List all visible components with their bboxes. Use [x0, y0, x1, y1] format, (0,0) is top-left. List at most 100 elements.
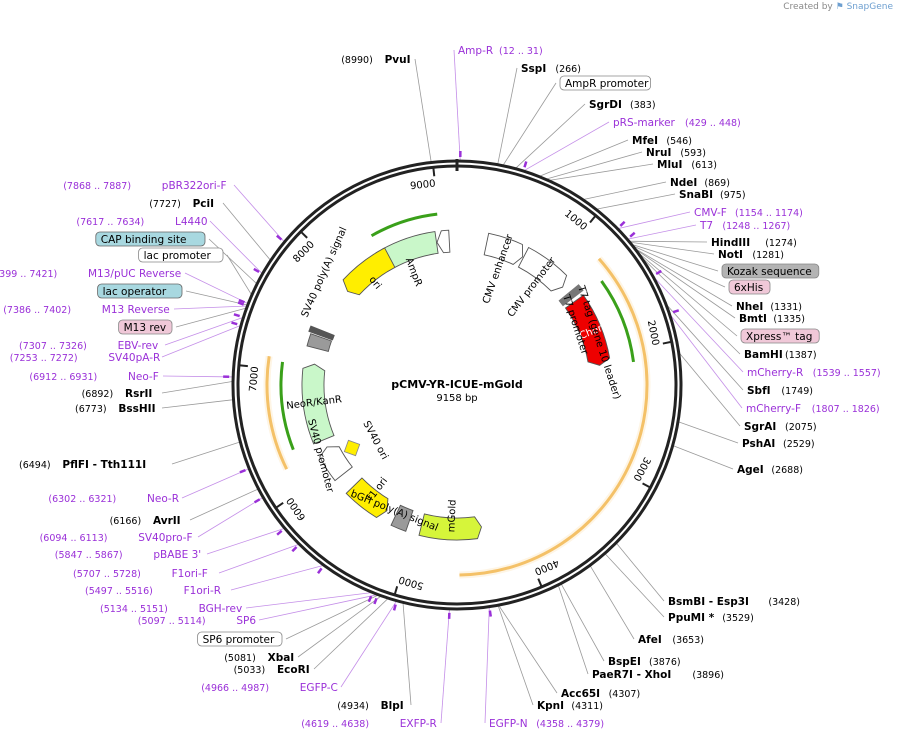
- label-pos-pbr322ori-f: (7868 .. 7887): [63, 181, 131, 192]
- site-label-neo-f[interactable]: Neo-F(6912 .. 6931): [29, 371, 158, 383]
- site-label-xbai[interactable]: XbaI(5081): [224, 652, 294, 664]
- site-label-paer7i[interactable]: PaeR7I - XhoI(3896): [592, 669, 724, 681]
- site-label-sp6-promoter[interactable]: SP6 promoter: [197, 631, 283, 647]
- site-label-nhei[interactable]: NheI(1331): [736, 301, 802, 313]
- label-pos-mfei: (546): [666, 136, 692, 147]
- site-label-lac-promoter[interactable]: lac promoter: [138, 247, 224, 263]
- site-label-ndei[interactable]: NdeI(869): [670, 177, 730, 189]
- feature-mcherry[interactable]: [564, 294, 611, 366]
- site-label-afei[interactable]: AfeI(3653): [638, 634, 704, 646]
- feature-ampr-promoter[interactable]: [436, 229, 451, 254]
- primer-mark-cmv-f: [619, 220, 626, 227]
- site-label-sv40pro-f[interactable]: SV40pro-F(6094 .. 6113): [40, 532, 193, 544]
- label-name-ppumi: PpuMI *: [668, 612, 715, 624]
- feature-f1-ori[interactable]: [345, 477, 389, 518]
- label-pos-mlui: (613): [691, 160, 717, 171]
- site-label-pcii[interactable]: PciI(7727): [149, 198, 214, 210]
- site-label-cap-site[interactable]: CAP binding site: [95, 231, 206, 247]
- feature-ori[interactable]: [342, 247, 396, 296]
- site-label-egfp-c[interactable]: EGFP-C(4966 .. 4987): [201, 682, 338, 694]
- site-label-pshai[interactable]: PshAI(2529): [742, 438, 815, 450]
- site-label-kozak[interactable]: Kozak sequence: [721, 263, 820, 279]
- site-label-ecori[interactable]: EcoRI(5033): [234, 664, 310, 676]
- feature-neor[interactable]: [301, 363, 335, 445]
- label-pos-m13-reverse: (7386 .. 7402): [3, 305, 71, 316]
- site-label-avrii[interactable]: AvrII(6166): [110, 515, 181, 527]
- site-label-mcherry-f[interactable]: mCherry-F(1807 .. 1826): [746, 403, 880, 415]
- site-label-exfp-r[interactable]: EXFP-R(4619 .. 4638): [301, 718, 437, 730]
- site-label-ebv-rev[interactable]: EBV-rev(7307 .. 7326): [19, 340, 158, 352]
- leader-l4440: [209, 220, 263, 275]
- site-label-sgrai[interactable]: SgrAI(2075): [744, 421, 817, 433]
- site-label-nrui[interactable]: NruI(593): [646, 147, 706, 159]
- site-label-neo-r[interactable]: Neo-R(6302 .. 6321): [48, 493, 179, 505]
- site-label-pbabe3[interactable]: pBABE 3'(5847 .. 5867): [55, 549, 201, 561]
- primer-site-marks: [223, 151, 680, 619]
- t7-tag-stripe: [558, 284, 580, 303]
- sv40-ori-box: [343, 439, 361, 457]
- leader-ppumi: [604, 553, 665, 618]
- leader-rsrii: [161, 380, 234, 394]
- feature-sv40-polya[interactable]: [306, 333, 333, 353]
- site-label-agei[interactable]: AgeI(2688): [737, 464, 803, 476]
- leader-mlui: [548, 163, 654, 181]
- site-label-ppumi[interactable]: PpuMI *(3529): [668, 612, 754, 624]
- site-label-xpress[interactable]: Xpress™ tag: [740, 328, 820, 344]
- site-label-cmv-f[interactable]: CMV-F(1154 .. 1174): [694, 207, 803, 219]
- site-label-mfei[interactable]: MfeI(546): [632, 135, 692, 147]
- primer-mark-egfp-c: [392, 604, 397, 611]
- site-label-6xhis[interactable]: 6xHis: [728, 279, 771, 295]
- site-label-sspi[interactable]: SspI(266): [521, 63, 581, 75]
- label-pos-noti: (1281): [752, 250, 784, 261]
- site-label-pbr322ori-f[interactable]: pBR322ori-F(7868 .. 7887): [63, 180, 226, 192]
- site-label-m13-reverse[interactable]: M13 Reverse(7386 .. 7402): [3, 304, 170, 316]
- site-label-bsmbi[interactable]: BsmBI - Esp3I(3428): [668, 596, 800, 608]
- site-label-blpi[interactable]: BlpI(4934): [337, 700, 403, 712]
- leader-bmti: [634, 248, 736, 319]
- site-label-sgrdi[interactable]: SgrDI(383): [589, 99, 656, 111]
- leader-lac-promoter: [226, 254, 253, 296]
- site-label-prs-marker[interactable]: pRS-marker(429 .. 448): [613, 117, 741, 129]
- site-label-m13-puc-reverse[interactable]: M13/pUC Reverse(7399 .. 7421): [0, 268, 181, 280]
- site-label-f1ori-f[interactable]: F1ori-F(5707 .. 5728): [73, 568, 208, 580]
- feature-mgold[interactable]: [418, 513, 482, 541]
- site-label-pflfi[interactable]: PflFI - Tth111I(6494): [19, 459, 146, 471]
- site-label-acc65i[interactable]: Acc65I(4307): [561, 688, 640, 700]
- site-label-ampr-promoter[interactable]: AmpR promoter: [559, 75, 651, 91]
- label-name-bsshii: BssHII: [118, 403, 155, 415]
- site-label-f1ori-r[interactable]: F1ori-R(5497 .. 5516): [85, 585, 221, 597]
- primer-mark-neo-r: [239, 468, 246, 474]
- label-pos-snabi: (975): [720, 190, 746, 201]
- site-label-bgh-rev[interactable]: BGH-rev(5134 .. 5151): [100, 603, 242, 615]
- site-label-hindiii[interactable]: HindIII(1274): [711, 237, 797, 249]
- label-name-prs-marker: pRS-marker: [613, 117, 676, 129]
- feature-cmv-enhancer[interactable]: [483, 232, 524, 265]
- site-label-l4440[interactable]: L4440(7617 .. 7634): [76, 216, 207, 228]
- site-label-snabi[interactable]: SnaBI(975): [679, 189, 746, 201]
- site-label-mcherry-r[interactable]: mCherry-R(1539 .. 1557): [747, 367, 881, 379]
- site-label-noti[interactable]: NotI(1281): [718, 249, 784, 261]
- site-label-mlui[interactable]: MluI(613): [657, 159, 717, 171]
- site-label-lac-operator[interactable]: lac operator: [97, 283, 183, 299]
- feature-bgh-polya[interactable]: [390, 504, 414, 532]
- site-label-sp6[interactable]: SP6(5097 .. 5114): [138, 615, 257, 627]
- t7-tag-stripe: [560, 287, 583, 306]
- label-pos-avrii: (6166): [110, 516, 142, 527]
- site-label-bspei[interactable]: BspEI(3876): [608, 656, 681, 668]
- site-label-rsrii[interactable]: RsrII(6892): [82, 388, 153, 400]
- site-label-bmti[interactable]: BmtI(1335): [739, 313, 805, 325]
- site-label-t7-primer[interactable]: T7(1248 .. 1267): [699, 220, 790, 232]
- feature-cmv-promoter[interactable]: [517, 246, 568, 292]
- site-label-sv40pa-r[interactable]: SV40pA-R(7253 .. 7272): [10, 352, 161, 364]
- site-label-egfp-n[interactable]: EGFP-N(4358 .. 4379): [489, 718, 604, 730]
- site-label-kpni[interactable]: KpnI(4311): [537, 700, 603, 712]
- site-label-bamhi[interactable]: BamHI(1387): [744, 349, 817, 361]
- site-label-sbfi[interactable]: SbfI(1749): [747, 385, 813, 397]
- site-label-amp-r-primer[interactable]: Amp-R(12 .. 31): [458, 45, 543, 57]
- feature-sv40-promoter[interactable]: [319, 446, 353, 482]
- tick-label-1000: 1000: [562, 208, 589, 233]
- site-label-pvui[interactable]: PvuI(8990): [341, 54, 410, 66]
- leader-ecori: [313, 597, 389, 670]
- site-label-bsshii[interactable]: BssHII(6773): [75, 403, 156, 415]
- site-label-m13-rev[interactable]: M13 rev: [118, 319, 173, 335]
